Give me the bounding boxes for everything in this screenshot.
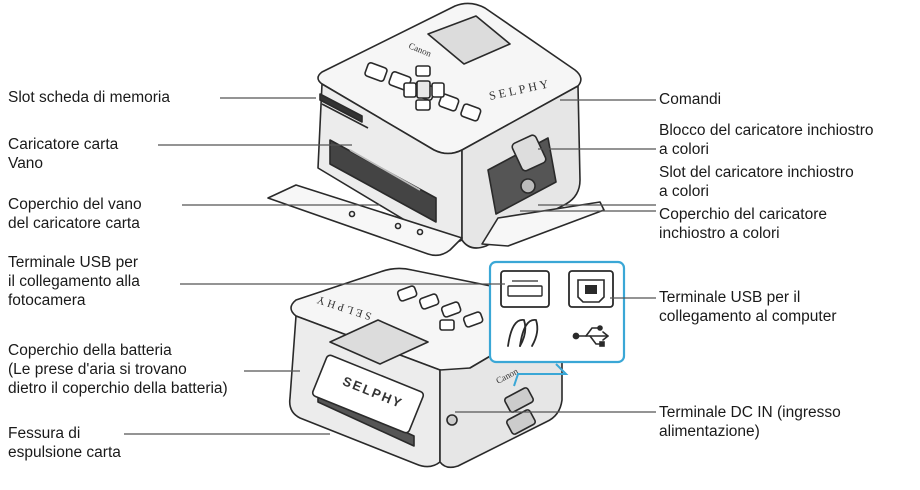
label-controls: Comandi [659, 90, 721, 109]
label-usb-camera-line2: il collegamento alla [8, 273, 140, 290]
leader-lines [124, 97, 656, 435]
usb-ports-callout [488, 260, 626, 387]
label-ink-cover-line2: inchiostro a colori [659, 225, 780, 242]
label-battery-cover-line1: Coperchio della batteria [8, 342, 172, 359]
label-battery-cover-line2: (Le prese d'aria si trovano [8, 361, 187, 378]
label-usb-camera-line1: Terminale USB per [8, 254, 139, 271]
label-usb-computer-line1: Terminale USB per il [659, 289, 801, 306]
label-paper-cassette-line1: Caricatore carta [8, 136, 119, 153]
lcd-screen [427, 15, 511, 65]
label-ink-slot: Slot del caricatore inchiostro a colori [659, 163, 854, 201]
label-ink-slot-line2: a colori [659, 183, 709, 200]
label-ink-cover: Coperchio del caricatore inchiostro a co… [659, 205, 827, 243]
label-dc-in: Terminale DC IN (ingresso alimentazione) [659, 403, 841, 441]
label-ink-slot-line1: Slot del caricatore inchiostro [659, 164, 854, 181]
label-ink-lock-line1: Blocco del caricatore inchiostro [659, 122, 874, 139]
label-usb-computer-line2: collegamento al computer [659, 308, 837, 325]
label-paper-exit-line1: Fessura di [8, 425, 81, 442]
label-dc-in-line1: Terminale DC IN (ingresso [659, 404, 841, 421]
label-paper-exit-line2: espulsione carta [8, 444, 121, 461]
label-cassette-cover-line2: del caricatore carta [8, 215, 140, 232]
battery-cover-plate [311, 354, 425, 434]
label-paper-cassette-line2: Vano [8, 155, 44, 172]
memory-card-slot [319, 93, 363, 123]
label-usb-camera: Terminale USB per il collegamento alla f… [8, 253, 140, 310]
control-buttons-rear [396, 285, 484, 331]
usb-trident-icon [572, 325, 609, 347]
label-usb-camera-line3: fotocamera [8, 292, 86, 309]
callout-pointer [513, 363, 569, 387]
lcd-screen-rear [329, 319, 429, 365]
label-controls-text: Comandi [659, 91, 722, 108]
label-ink-lock: Blocco del caricatore inchiostro a color… [659, 121, 874, 159]
dc-in-port [446, 414, 458, 426]
label-battery-cover: Coperchio della batteria (Le prese d'ari… [8, 341, 228, 398]
label-paper-cassette: Caricatore carta Vano [8, 135, 118, 173]
control-buttons [364, 62, 482, 122]
label-usb-computer: Terminale USB per il collegamento al com… [659, 288, 837, 326]
label-battery-cover-line3: dietro il coperchio della batteria) [8, 380, 228, 397]
label-paper-exit: Fessura di espulsione carta [8, 424, 121, 462]
label-memory-slot-text: Slot scheda di memoria [8, 89, 170, 106]
label-cassette-cover: Coperchio del vano del caricatore carta [8, 195, 142, 233]
ink-lock [511, 134, 547, 172]
cassette-cover [267, 184, 463, 257]
label-memory-slot: Slot scheda di memoria [8, 88, 170, 107]
label-dc-in-line2: alimentazione) [659, 423, 760, 440]
printer-front-view: SELPHY Canon [267, 2, 605, 257]
pictbridge-direct-print-icon [507, 319, 539, 347]
label-ink-lock-line2: a colori [659, 141, 709, 158]
label-ink-cover-line1: Coperchio del caricatore [659, 206, 828, 223]
label-cassette-cover-line1: Coperchio del vano [8, 196, 142, 213]
